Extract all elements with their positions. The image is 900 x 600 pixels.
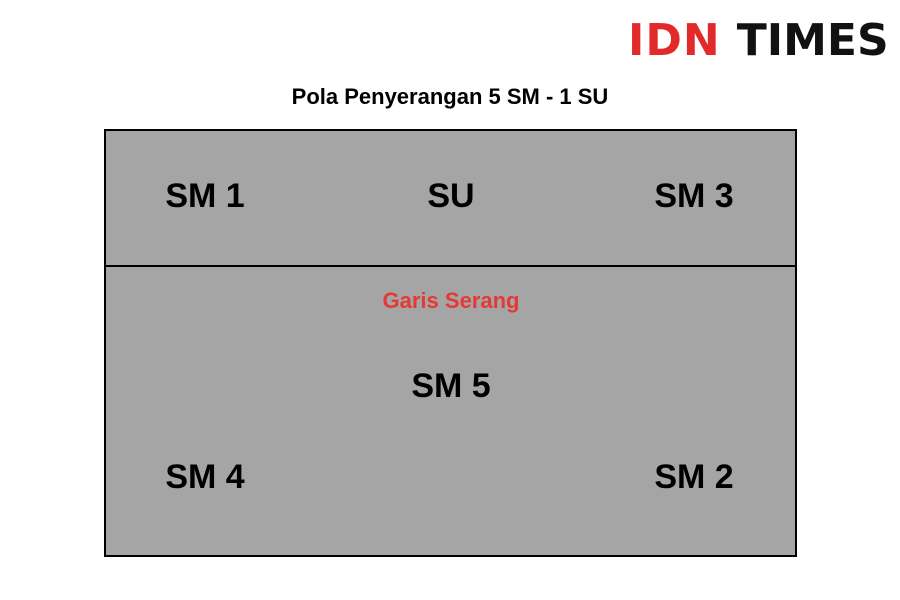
attack-line xyxy=(106,265,795,267)
player-sm5: SM 5 xyxy=(411,367,491,405)
attack-line-label: Garis Serang xyxy=(382,288,520,313)
player-sm2: SM 2 xyxy=(654,458,734,496)
diagram-title: Pola Penyerangan 5 SM - 1 SU xyxy=(291,84,609,109)
player-sm4: SM 4 xyxy=(165,458,245,496)
idn-times-logo: IDN TIMES xyxy=(628,16,889,66)
player-sm1: SM 1 xyxy=(165,177,245,215)
logo-times-text: TIMES xyxy=(736,15,889,66)
volleyball-court: SM 1 SU SM 3 Garis Serang SM 5 SM 4 SM 2 xyxy=(104,129,797,557)
logo-idn-text: IDN xyxy=(628,15,721,66)
player-sm3: SM 3 xyxy=(654,177,734,215)
player-su: SU xyxy=(427,177,475,215)
